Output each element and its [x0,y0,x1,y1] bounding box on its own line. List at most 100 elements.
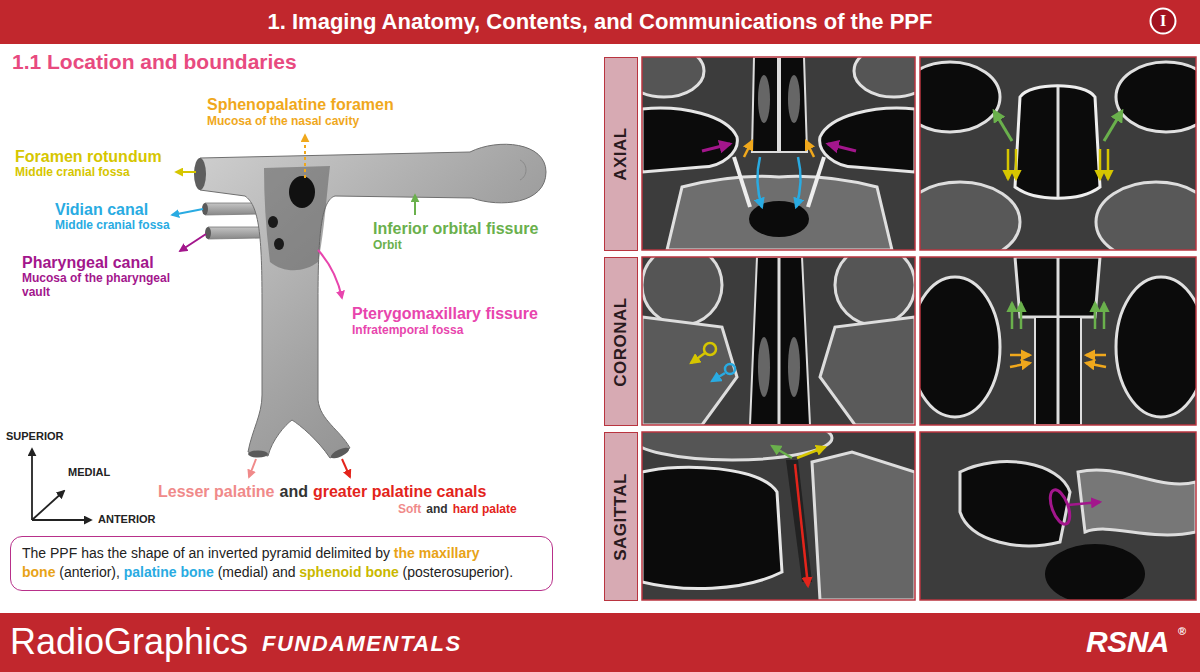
description-box: The PPF has the shape of an inverted pyr… [10,536,553,591]
label-group: Foramen rotundum [15,148,162,166]
ct-image [758,75,770,123]
ct-image [642,257,915,425]
ct-image [642,57,915,250]
ppf-model [264,166,330,270]
ct-image [1116,277,1196,417]
label-group: Softandhard palate [398,503,517,517]
orientation-axes [31,449,33,520]
ct-image [642,57,915,250]
ct-image [1015,86,1100,199]
registered-mark: ® [1178,625,1186,638]
ppf-model [208,227,262,239]
ct-image [920,277,1000,417]
description-text: (posterosuperior). [403,564,514,580]
ct-image [920,57,1196,250]
ct-image [820,108,915,172]
ct-image [772,446,792,458]
structure-name: Foramen rotundum [15,148,162,166]
conjunction: and [280,483,308,501]
ct-image [1015,149,1018,179]
ppf-model [248,451,268,458]
ct-image [642,257,915,425]
ct-image [960,462,1070,546]
description-text: (medial) and [218,564,296,580]
label-group: SUPERIOR [6,430,63,443]
leader-arrow [342,459,350,477]
communication-target: Mucosa of the nasal cavity [207,115,359,129]
slide-title: 1. Imaging Anatomy, Contents, and Commun… [0,0,1200,44]
ct-image [1020,303,1023,329]
orientation-axes [32,449,91,520]
ct-image [642,108,737,172]
ct-image [642,257,722,325]
ppf-model [194,144,546,460]
structure-name: Vidian canal [55,201,148,219]
label-group: Vidian canal [55,201,148,219]
ct-image [750,257,810,425]
structure-name: Lesser palatine [158,483,275,501]
ct-image [1086,354,1106,357]
bone-name: palatine bone [124,564,214,580]
badge-outline [1151,9,1176,34]
ct-image [820,317,915,425]
ct-image [642,432,915,600]
label-group: Middle cranial fossa [15,166,130,180]
structure-name: Pterygomaxillary fissure [352,305,538,323]
ct-image [788,75,800,123]
ct-image [752,57,807,152]
ct-image [642,57,704,97]
leader-arrow [318,250,342,298]
ct-image [835,257,915,325]
ct-image [920,432,1196,600]
ct-image [788,337,800,397]
ct-image [806,141,814,157]
ct-image [1007,149,1010,179]
section-number: I [1160,13,1166,29]
ct-image [920,182,1020,250]
ct-image [734,157,750,207]
ct-image [1057,87,1060,197]
communication-target: Orbit [373,239,402,253]
bone-name: sphenoid bone [299,564,399,580]
ct-image [744,141,752,157]
ct-image [1104,111,1122,141]
label-group: Orbit [373,239,402,253]
label-group: Inferior orbital fissure [373,220,538,238]
leader-arrow [249,459,256,477]
ct-image [920,432,1196,604]
journal-name: RadioGraphics [10,621,248,662]
label-group: Pterygomaxillary fissure [352,305,538,323]
ct-image [1057,257,1060,425]
ct-image [1068,502,1100,505]
conjunction: and [426,503,447,517]
ct-image [1103,303,1106,329]
label-group: 1.1 Location and boundaries [12,50,297,74]
leader-arrow [172,209,203,215]
society-logo: RSNA [1086,625,1169,660]
ct-image [778,257,781,425]
orientation-axes [32,491,64,520]
ct-image [624,45,934,250]
ct-image [1010,354,1030,357]
series-name: FUNDAMENTALS [262,631,462,656]
ct-image [691,353,705,363]
ct-image [920,57,1196,250]
ct-image [667,176,892,250]
leader-arrow [180,234,206,251]
ct-image [777,57,781,152]
structure-name: Pharyngeal canal [22,254,154,272]
plane-band: AXIAL [604,57,638,251]
ppf-model [274,238,284,250]
plane-label: CORONAL [611,297,631,386]
structure-name: greater palatine canals [313,483,486,501]
ct-image [920,432,1196,600]
ct-image [642,467,782,588]
ct-image [749,201,809,237]
label-group: Middle cranial fossa [55,219,170,233]
structure-name: Inferior orbital fissure [373,220,538,238]
ct-image [1096,182,1196,250]
ct-image [757,157,762,207]
ct-image [1011,303,1014,329]
communication-target: Soft [398,503,421,517]
label-group: MEDIAL [68,466,110,479]
